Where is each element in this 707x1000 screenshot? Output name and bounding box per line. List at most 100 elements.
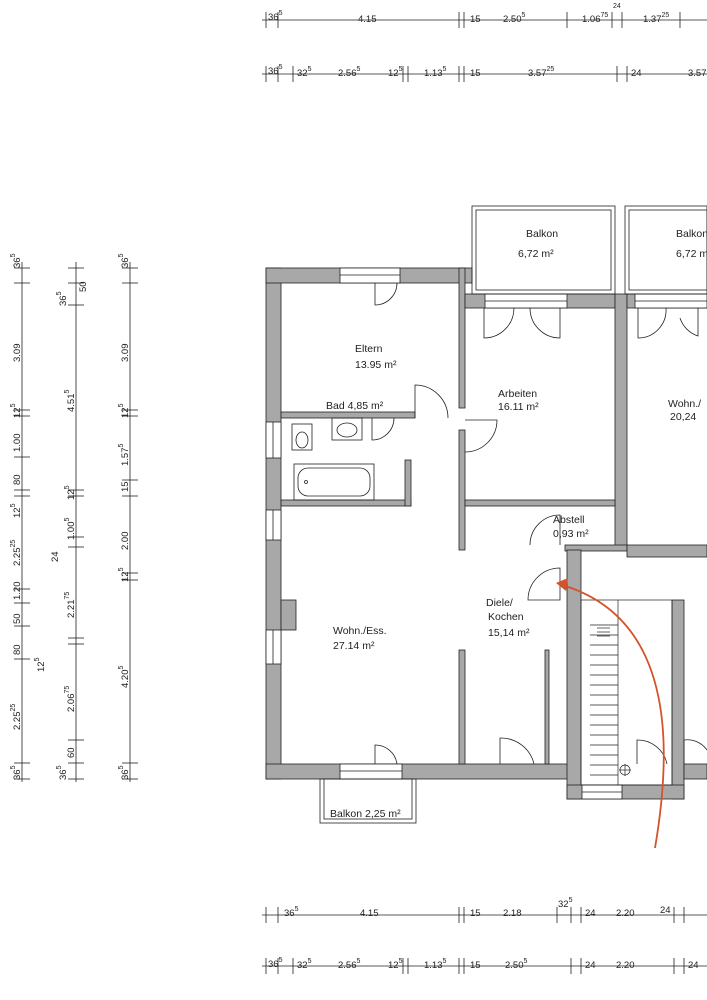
door-swing (637, 307, 667, 339)
dim-label: 365 (56, 765, 69, 780)
dim-label: 24 (688, 960, 699, 971)
wall-kitchen-partial (458, 649, 466, 765)
wall-stair-right (671, 599, 685, 800)
dimension-labels-bottom-2: 365 325 2.565 125 1.135 15 2.505 24 2.20… (268, 957, 699, 971)
door-swing (499, 737, 535, 765)
walls (265, 267, 707, 800)
dim-label: 24 (631, 68, 642, 79)
door-swing (683, 739, 707, 764)
door-swing (527, 567, 561, 601)
dim-label: 1.0675 (582, 12, 608, 25)
toilet (291, 423, 313, 451)
dim-label: 50 (78, 281, 89, 292)
dim-label: 365 (118, 765, 131, 780)
dim-label: 125 (64, 485, 77, 500)
room-area-balkon-1: 6,72 m² (518, 248, 554, 260)
room-area-diele: 15,14 m² (488, 627, 530, 639)
dim-label: 15 (470, 68, 481, 79)
room-name-wohn-ess: Wohn./Ess. (333, 625, 387, 637)
room-area-wohn-ess: 27.14 m² (333, 640, 375, 652)
wall-right-bottom (626, 544, 707, 558)
door-swing (636, 739, 668, 765)
room-label-bad: Bad 4,85 m² (326, 400, 384, 412)
dim-label: 4.15 (358, 14, 377, 25)
dim-label: 125 (10, 403, 23, 418)
dim-label: 15 (470, 960, 481, 971)
dim-label: 1.135 (424, 958, 447, 971)
dim-label: 365 (10, 253, 23, 268)
dim-label: 125 (388, 66, 403, 79)
door-swing (374, 744, 398, 765)
window (265, 421, 282, 459)
dim-label: 4.15 (360, 908, 379, 919)
dim-label: 1.00 (12, 434, 23, 453)
dim-label: 365 (284, 906, 299, 919)
dimension-labels-top-1: 365 4.15 15 2.505 1.0675 24 1.3725 (268, 3, 669, 25)
dim-label: 125 (118, 567, 131, 582)
wall-outer-bottom (265, 763, 569, 780)
balcony-1 (471, 205, 616, 295)
wall-bad-bottom (280, 499, 412, 507)
door-swing (483, 307, 515, 339)
wall-bad-top (280, 411, 416, 419)
dim-label: 24 (585, 908, 596, 919)
dimension-chain-bottom-1 (262, 907, 707, 923)
dim-label: 2.2175 (64, 592, 77, 618)
dim-label: 2.565 (338, 958, 361, 971)
door-swing (529, 307, 561, 339)
room-area-balkon-2: 6,72 m² (676, 248, 707, 260)
dim-label: 2.20 (616, 960, 635, 971)
dim-label: 125 (34, 657, 47, 672)
dim-label: 24 (50, 551, 61, 562)
arrow-head-icon (556, 578, 568, 591)
door-swing (529, 514, 561, 546)
dim-label: 2.20 (616, 908, 635, 919)
sink (331, 417, 363, 441)
door-swing (679, 308, 699, 337)
door-swing (371, 417, 395, 441)
wall-right-low (683, 763, 707, 780)
dim-label: 1.135 (424, 66, 447, 79)
dimension-chain-top-1 (262, 12, 707, 28)
room-name-balkon-2: Balkon (676, 228, 707, 240)
room-name-diele: Diele/ (486, 597, 513, 609)
balconies (319, 205, 707, 824)
dim-label: 2.505 (505, 958, 528, 971)
dim-label: 24 (585, 960, 596, 971)
dim-label: 2.18 (503, 908, 522, 919)
dim-label: 3.09 (120, 344, 131, 363)
window (265, 629, 282, 665)
dim-label: 2.505 (503, 12, 526, 25)
dim-label: 3.09 (12, 344, 23, 363)
dim-label: 24 (660, 905, 671, 916)
dim-label: 2.0675 (64, 686, 77, 712)
bathtub (293, 463, 375, 501)
wall-kitchen-partial-2 (544, 649, 550, 765)
wall-bad-right (404, 459, 412, 507)
window (265, 509, 282, 541)
dim-label: 4.205 (118, 666, 131, 689)
dim-label: 1.005 (64, 518, 77, 541)
windows (265, 267, 707, 800)
dim-label: 125 (388, 958, 403, 971)
dim-label: 24 (613, 3, 621, 10)
dimension-labels-top-2: 365 325 2.565 125 1.135 15 3.5725 24 3.5… (268, 64, 707, 79)
dimension-labels-left-3: 365 3.09 125 1.575 15 2.00 125 4.205 365 (118, 253, 131, 780)
entry-arrow-icon (561, 584, 665, 849)
chimney (280, 599, 297, 631)
dim-label: 15 (120, 481, 131, 492)
wall-middle-vertical-2 (458, 429, 466, 551)
dim-label: 1.20 (12, 582, 23, 601)
dim-label: 325 (297, 958, 312, 971)
dimension-chain-bottom-2 (262, 958, 707, 974)
dim-label: 365 (10, 765, 23, 780)
dim-label: 2.565 (338, 66, 361, 79)
door-swing (464, 419, 498, 453)
dim-label: 2.2525 (10, 704, 23, 730)
wall-arbeiten-bottom (464, 499, 616, 507)
room-labels: Eltern 13.95 m² Bad 4,85 m² Arbeiten 16.… (326, 228, 707, 820)
dim-label: 4.515 (64, 390, 77, 413)
dim-label: 2.00 (120, 532, 131, 551)
room-area-eltern: 13.95 m² (355, 359, 397, 371)
